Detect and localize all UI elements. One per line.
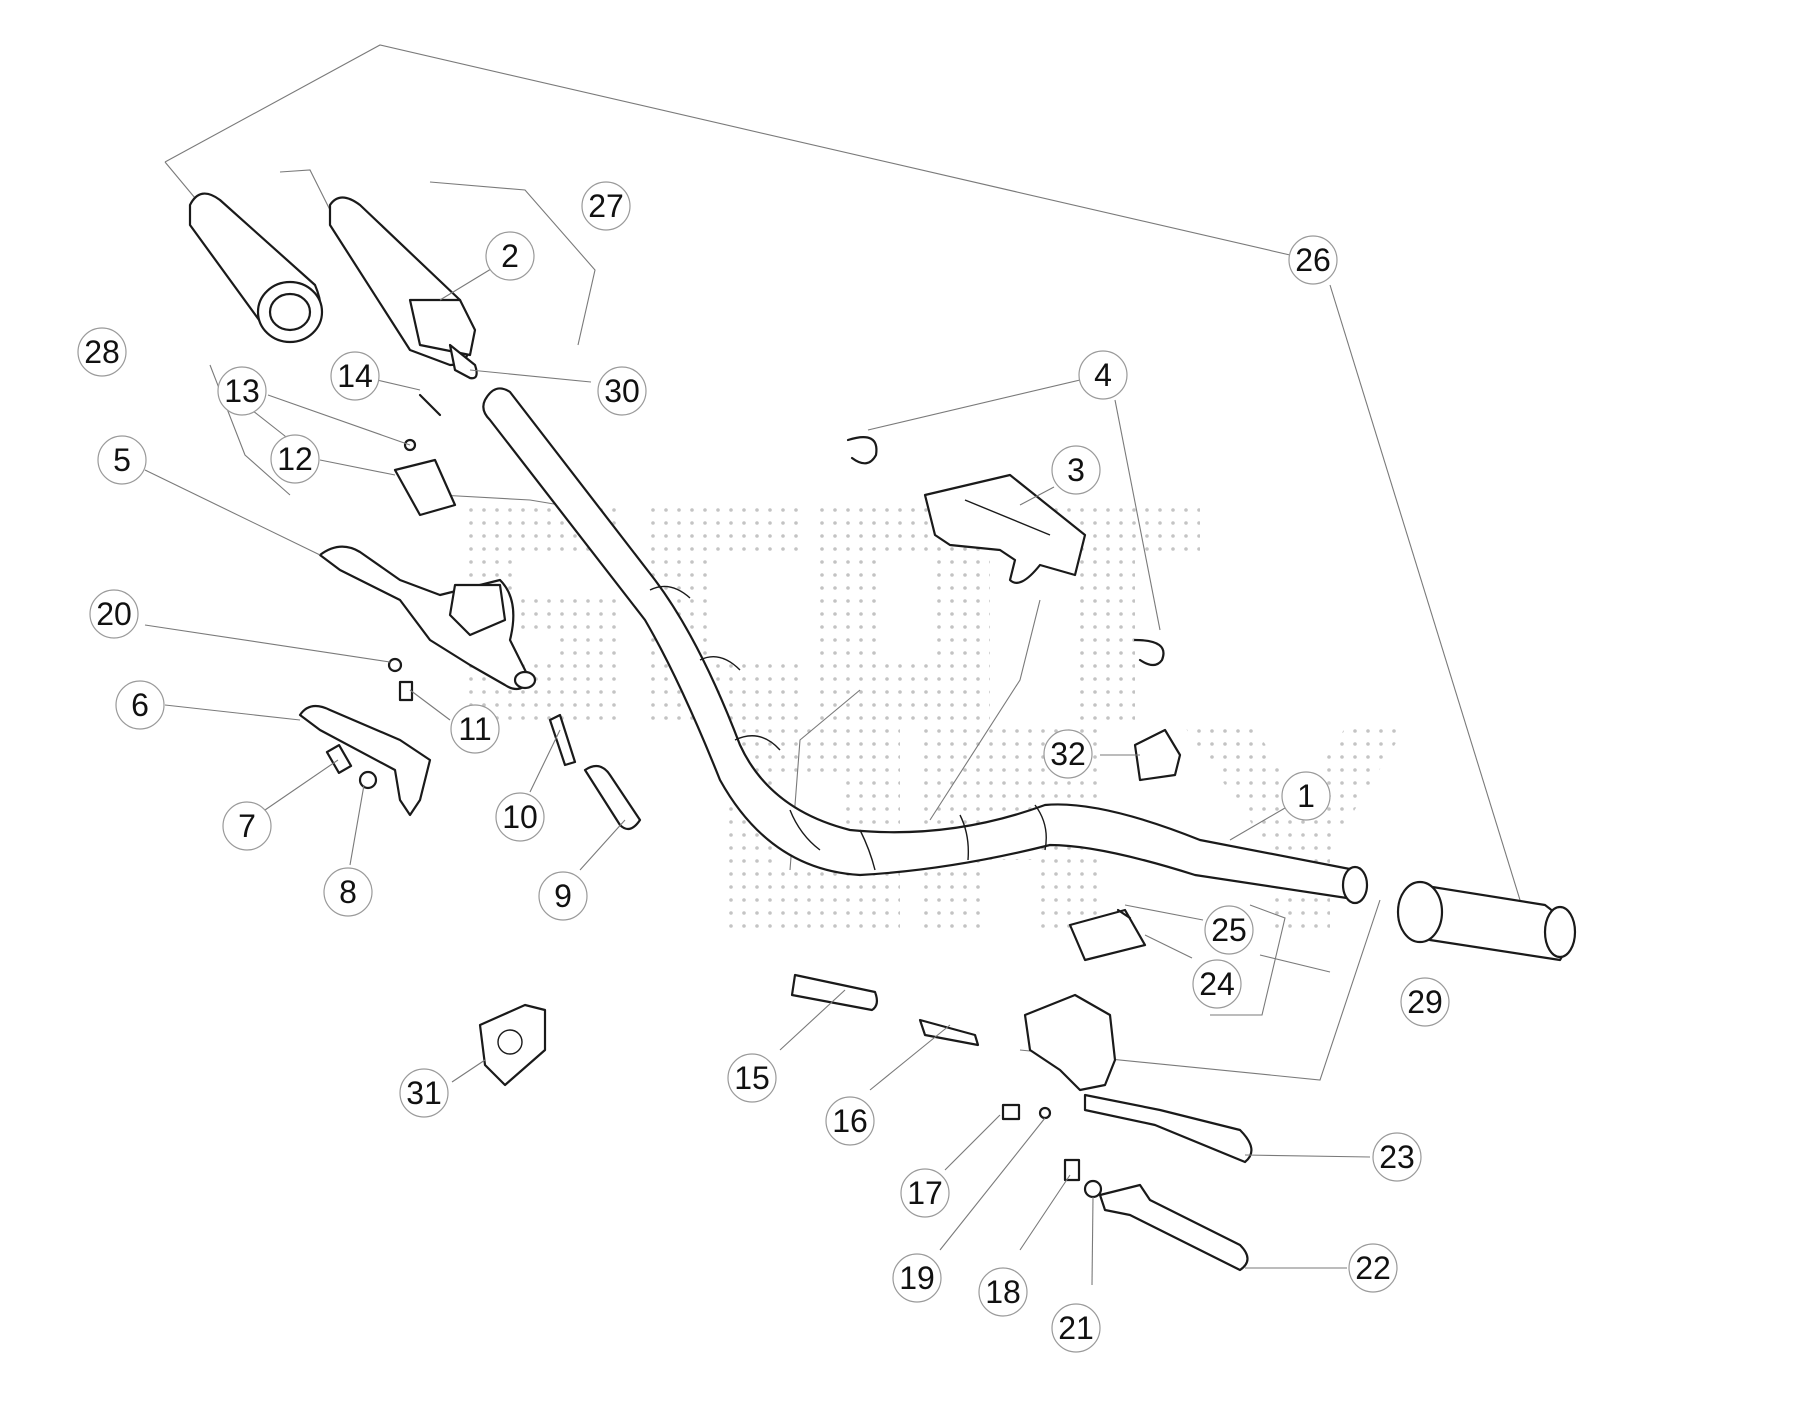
callout-7: 7 [222, 801, 272, 851]
callout-4: 4 [1078, 350, 1128, 400]
left-lever-assembly [318, 545, 537, 691]
callout-18: 18 [978, 1267, 1028, 1317]
callout-21: 21 [1051, 1303, 1101, 1353]
svg-text:4: 4 [1094, 357, 1112, 393]
callouts: 1 2 3 4 5 6 7 8 9 10 11 12 13 14 15 16 1… [77, 181, 1450, 1353]
callout-6: 6 [115, 680, 165, 730]
svg-text:31: 31 [406, 1075, 442, 1111]
callout-27: 27 [581, 181, 631, 231]
callout-29: 29 [1400, 977, 1450, 1027]
svg-text:29: 29 [1407, 984, 1443, 1020]
svg-text:5: 5 [113, 442, 131, 478]
callout-11: 11 [450, 704, 500, 754]
svg-text:2: 2 [501, 238, 519, 274]
svg-text:12: 12 [277, 441, 313, 477]
callout-28: 28 [77, 327, 127, 377]
callout-26: 26 [1288, 235, 1338, 285]
callout-14: 14 [330, 351, 380, 401]
callout-9: 9 [538, 871, 588, 921]
svg-text:22: 22 [1355, 1250, 1391, 1286]
svg-text:3: 3 [1067, 452, 1085, 488]
svg-text:16: 16 [832, 1103, 868, 1139]
svg-text:8: 8 [339, 874, 357, 910]
callout-15: 15 [727, 1053, 777, 1103]
svg-text:28: 28 [84, 334, 120, 370]
callout-13: 13 [217, 366, 267, 416]
svg-text:7: 7 [238, 808, 256, 844]
front-brake-lever [1098, 1183, 1249, 1272]
svg-text:10: 10 [502, 799, 538, 835]
svg-text:19: 19 [899, 1260, 935, 1296]
callout-8: 8 [323, 867, 373, 917]
callout-1: 1 [1281, 771, 1331, 821]
svg-text:6: 6 [131, 687, 149, 723]
callout-17: 17 [900, 1168, 950, 1218]
callout-22: 22 [1348, 1243, 1398, 1293]
svg-text:26: 26 [1295, 242, 1331, 278]
right-small-parts [790, 908, 1132, 1199]
cable-tie-upper [846, 436, 878, 465]
left-reservoir-cap [393, 458, 457, 517]
callout-10: 10 [495, 792, 545, 842]
svg-text:20: 20 [96, 596, 132, 632]
svg-text:27: 27 [588, 188, 624, 224]
svg-text:15: 15 [734, 1060, 770, 1096]
svg-text:1: 1 [1297, 778, 1315, 814]
svg-text:25: 25 [1211, 912, 1247, 948]
svg-text:13: 13 [224, 373, 260, 409]
right-reservoir-cap [1068, 908, 1147, 962]
callout-30: 30 [597, 366, 647, 416]
right-grip [1396, 880, 1577, 962]
callout-23: 23 [1372, 1132, 1422, 1182]
callout-2: 2 [485, 231, 535, 281]
callout-3: 3 [1051, 445, 1101, 495]
svg-text:23: 23 [1379, 1139, 1415, 1175]
svg-text:18: 18 [985, 1274, 1021, 1310]
svg-text:11: 11 [458, 711, 491, 747]
right-lever-assembly [1023, 993, 1253, 1164]
callout-19: 19 [892, 1253, 942, 1303]
callout-20: 20 [89, 589, 139, 639]
left-switch [478, 1003, 547, 1087]
svg-text:32: 32 [1050, 736, 1086, 772]
callout-31: 31 [399, 1068, 449, 1118]
callout-16: 16 [825, 1096, 875, 1146]
top-clamp [923, 473, 1087, 584]
clutch-lever [298, 704, 432, 817]
callout-25: 25 [1204, 905, 1254, 955]
callout-32: 32 [1043, 729, 1093, 779]
svg-text:17: 17 [907, 1175, 943, 1211]
svg-text:9: 9 [554, 878, 572, 914]
svg-text:30: 30 [604, 373, 640, 409]
svg-text:21: 21 [1058, 1310, 1094, 1346]
leader-lines [144, 268, 1371, 1286]
left-grip [188, 192, 324, 344]
callout-5: 5 [97, 435, 147, 485]
right-switch [1133, 728, 1182, 782]
svg-text:14: 14 [337, 358, 373, 394]
cable-tie-lower [1133, 638, 1165, 667]
handlebar-tube [482, 387, 1369, 905]
callout-12: 12 [270, 434, 320, 484]
callout-24: 24 [1192, 959, 1242, 1009]
throttle-grip [328, 196, 478, 380]
svg-text:24: 24 [1199, 966, 1235, 1002]
